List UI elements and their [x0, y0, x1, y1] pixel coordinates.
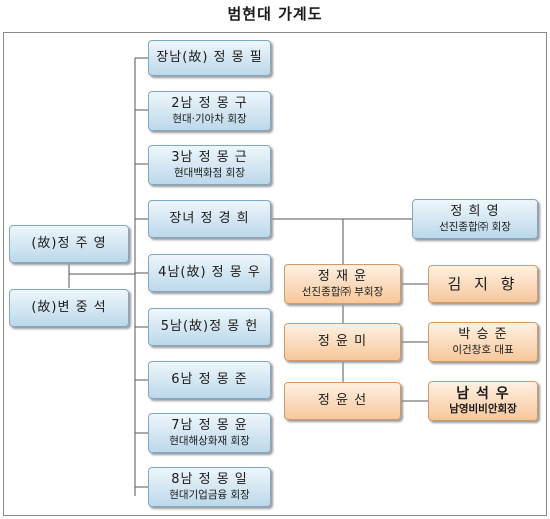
- child-name: 8남 정 몽 일: [171, 472, 248, 488]
- spouse-title: 선진종합㈜ 회장: [439, 220, 511, 233]
- child-name: 장남(故) 정 몽 필: [156, 49, 263, 65]
- child-title: 현대기업금융 회장: [169, 488, 250, 501]
- grandchild-spouse-title: 남영비비안회장: [449, 403, 517, 416]
- grandchild-node: 정 재 윤 선진종합㈜ 부회장: [284, 264, 401, 304]
- child-name: 4남(故) 정 몽 우: [158, 264, 261, 280]
- child-name: 3남 정 몽 근: [171, 150, 248, 166]
- child-title: 현대백화점 회장: [174, 166, 245, 179]
- spouse-node: 정 희 영 선진종합㈜ 회장: [412, 199, 538, 239]
- child-node: 4남(故) 정 몽 우: [148, 254, 271, 292]
- grandchild-spouse-node: 박 승 준 이건창호 대표: [428, 322, 538, 362]
- diagram-frame: [3, 32, 547, 516]
- child-name: 7남 정 몽 윤: [171, 418, 248, 434]
- child-node: 7남 정 몽 윤 현대해상화재 회장: [148, 413, 271, 453]
- grandchild-node: 정 윤 미: [284, 323, 401, 361]
- grandchild-name: 정 윤 미: [317, 333, 368, 349]
- child-node: 8남 정 몽 일 현대기업금융 회장: [148, 467, 271, 507]
- child-name: 장녀 정 경 희: [169, 210, 250, 226]
- child-node: 장남(故) 정 몽 필: [148, 40, 271, 76]
- grandchild-spouse-name: 김 지 향: [447, 274, 519, 293]
- child-node: 2남 정 몽 구 현대·기아차 회장: [148, 91, 271, 131]
- father-node: (故)정 주 영: [9, 225, 129, 263]
- spouse-name: 정 희 영: [450, 204, 500, 220]
- mother-node: (故)변 중 석: [9, 289, 129, 327]
- grandchild-name: 정 윤 선: [317, 392, 368, 408]
- child-node: 6남 정 몽 준: [148, 361, 271, 399]
- grandchild-name: 정 재 윤: [317, 269, 368, 285]
- child-name: 5남(故)정 몽 헌: [160, 318, 259, 334]
- grandchild-spouse-name: 남 석 우: [456, 385, 510, 402]
- grandchild-title: 선진종합㈜ 부회장: [301, 285, 384, 298]
- child-node: 3남 정 몽 근 현대백화점 회장: [148, 145, 271, 185]
- child-node: 장녀 정 경 희: [148, 200, 271, 238]
- child-name: 2남 정 몽 구: [171, 96, 248, 112]
- grandchild-spouse-node: 남 석 우 남영비비안회장: [428, 381, 538, 421]
- grandchild-node: 정 윤 선: [284, 382, 401, 420]
- grandchild-spouse-name: 박 승 준: [458, 327, 508, 343]
- child-node: 5남(故)정 몽 헌: [148, 308, 271, 346]
- chart-title: 범현대 가계도: [227, 5, 323, 23]
- grandchild-spouse-node: 김 지 향: [428, 265, 538, 303]
- child-title: 현대·기아차 회장: [172, 112, 247, 125]
- grandchild-spouse-title: 이건창호 대표: [452, 343, 514, 356]
- child-name: 6남 정 몽 준: [171, 371, 248, 387]
- child-title: 현대해상화재 회장: [169, 434, 250, 447]
